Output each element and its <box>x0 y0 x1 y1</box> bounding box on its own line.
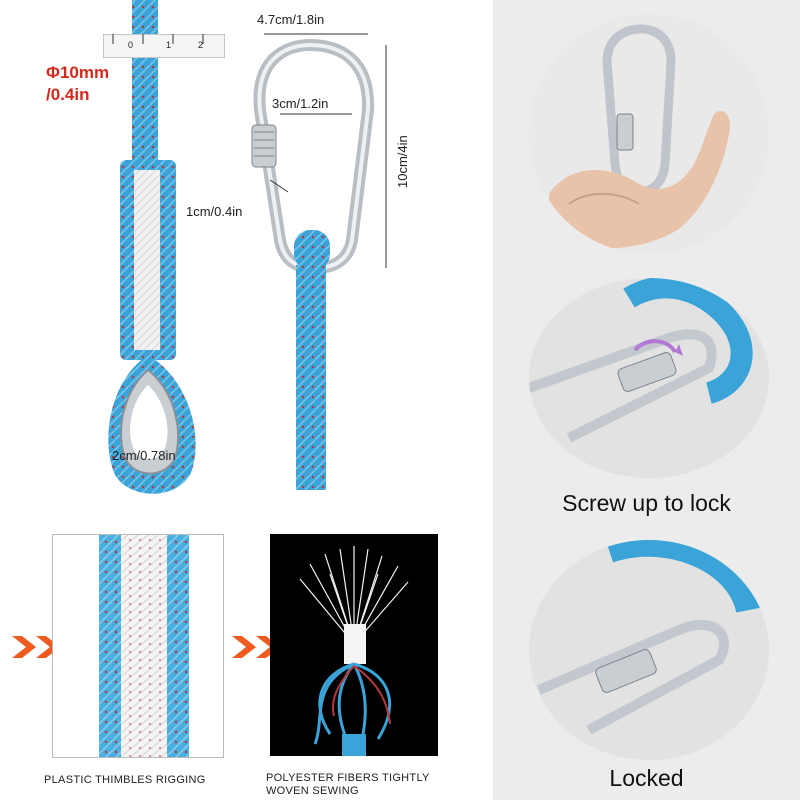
diameter-in: /0.4in <box>46 85 90 104</box>
locked-carabiner-photo <box>529 540 769 760</box>
fiber-caption-line1: POLYESTER FIBERS TIGHTLY <box>266 772 430 784</box>
carabiner-gate-label: 1cm/0.4in <box>186 204 243 219</box>
fiber-caption: POLYESTER FIBERS TIGHTLY WOVEN SEWING <box>266 772 430 798</box>
carabiner-inner-width-label: 3cm/1.2in <box>272 96 329 111</box>
diameter-mm: Φ10mm <box>46 63 110 82</box>
thimble-width-label: 2cm/0.78in <box>112 448 176 463</box>
locked-caption: Locked <box>609 765 684 791</box>
carabiner-width-label: 4.7cm/1.8in <box>257 12 325 27</box>
ruler-number: 1 <box>166 40 172 50</box>
screw-caption: Screw up to lock <box>562 490 731 516</box>
carabiner-illustration <box>251 33 387 490</box>
ruler-number: 0 <box>128 40 134 50</box>
ruler <box>103 34 225 58</box>
thimble-rigging-photo <box>52 534 224 758</box>
rope-illustration <box>108 0 196 494</box>
polyester-fibers-photo <box>270 534 438 756</box>
fiber-caption-line2: WOVEN SEWING <box>266 785 359 797</box>
rope-diameter-label: Φ10mm /0.4in <box>46 62 109 106</box>
ruler-number: 2 <box>198 40 204 50</box>
hand-carabiner-photo <box>529 14 769 254</box>
screw-lock-photo <box>529 278 769 478</box>
thimble-caption: PLASTIC THIMBLES RIGGING <box>44 774 206 786</box>
carabiner-height-label: 10cm/4in <box>395 135 410 188</box>
